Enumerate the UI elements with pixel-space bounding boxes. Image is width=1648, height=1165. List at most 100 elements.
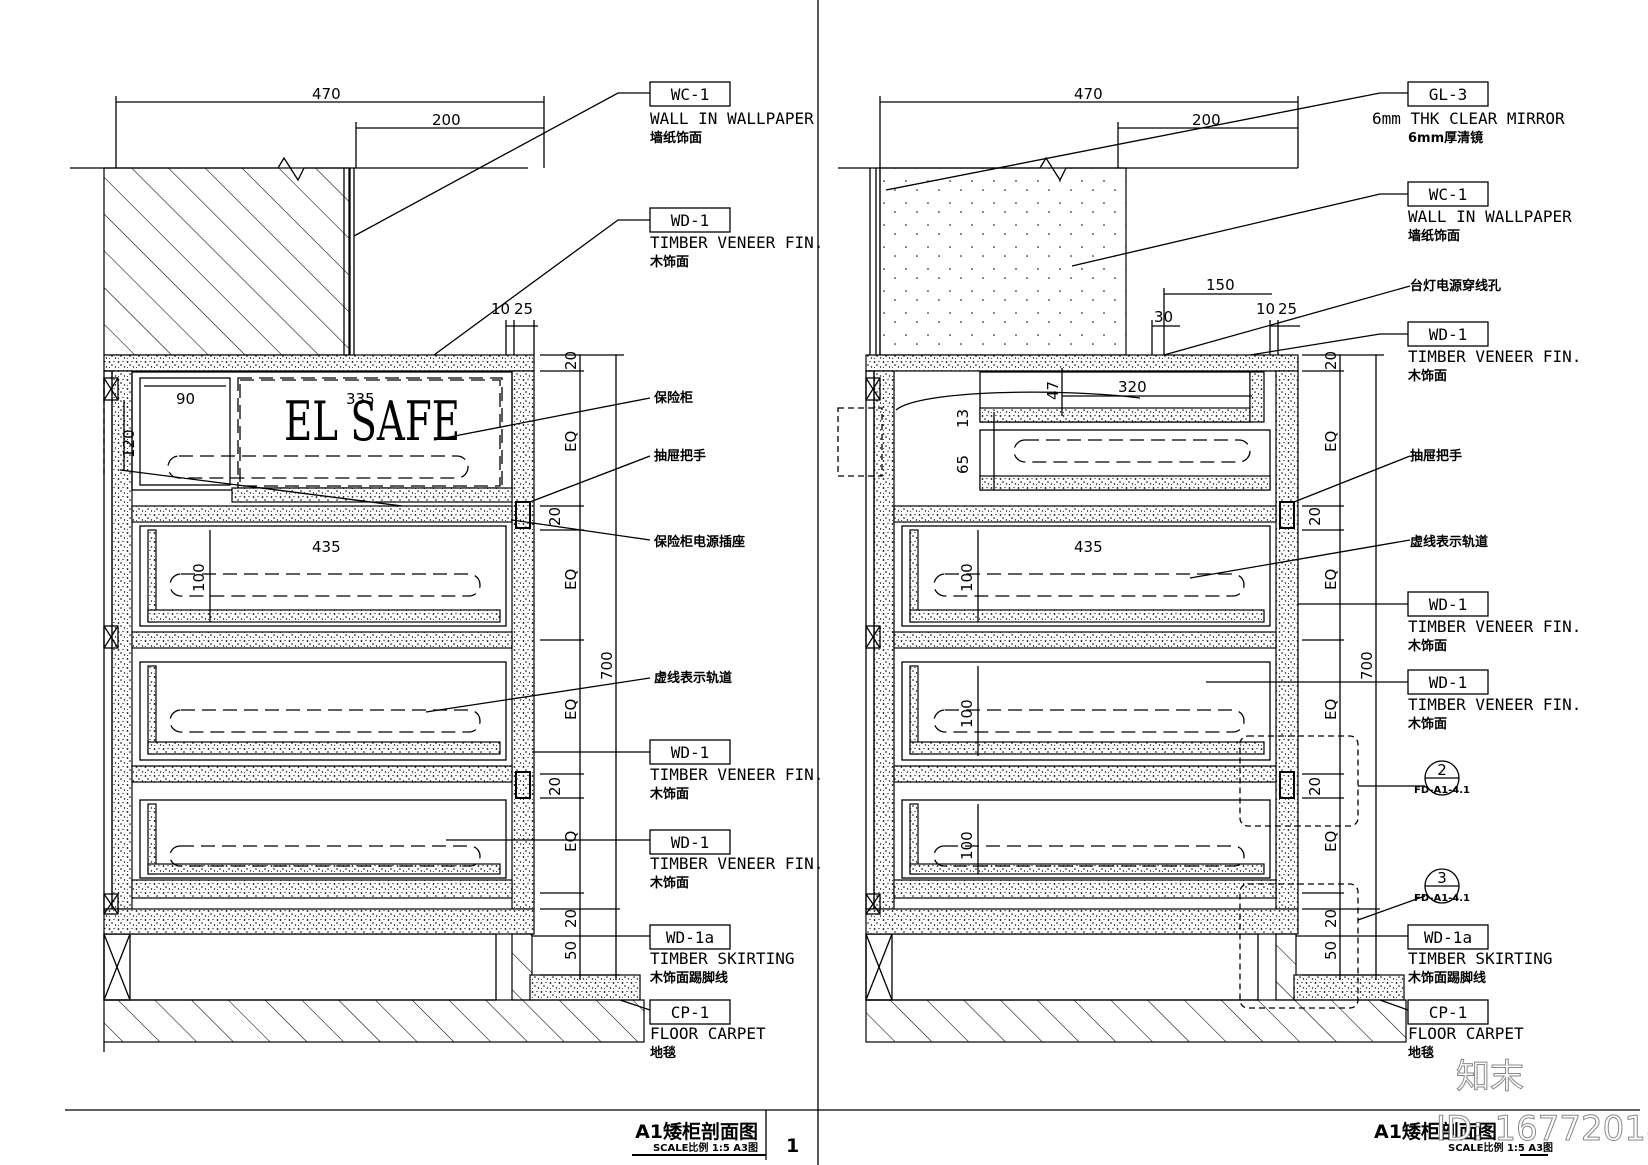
safe-label: EL SAFE	[284, 390, 460, 453]
callout-cp1: CP-1 FLOOR CARPET 地毯	[649, 999, 766, 1061]
r-dim-100-b: 100	[958, 699, 976, 728]
svg-text:TIMBER VENEER FIN.: TIMBER VENEER FIN.	[1408, 695, 1581, 714]
svg-text:WD-1: WD-1	[671, 833, 710, 852]
svg-text:木饰面: 木饰面	[649, 786, 689, 802]
left-drawing-scale: SCALE比例 1:5 A3图	[653, 1141, 758, 1154]
dim-90: 90	[176, 390, 195, 408]
dim-eq-1: EQ	[562, 431, 580, 452]
r-callout-wd1-mid: WD-1 TIMBER VENEER FIN. 木饰面	[1407, 591, 1581, 654]
r-dim-25: 25	[1278, 300, 1297, 318]
watermark-logo: 知末	[1456, 1057, 1524, 1097]
callout-wd1-low: WD-1 TIMBER VENEER FIN. 木饰面	[649, 829, 823, 891]
right-section: 470 200 150 30 10 25 320 47 13 65 435 10…	[837, 81, 1581, 1156]
r-callout-wc1: WC-1 WALL IN WALLPAPER 墙纸饰面	[1407, 181, 1572, 244]
r-dim-470: 470	[1074, 85, 1103, 103]
svg-text:木饰面: 木饰面	[649, 875, 689, 891]
svg-text:地毯: 地毯	[1408, 1045, 1434, 1061]
svg-text:WD-1a: WD-1a	[1424, 928, 1472, 947]
callout-wd1a: WD-1a TIMBER SKIRTING 木饰面踢脚线	[649, 924, 795, 986]
r-dim-10: 10	[1256, 300, 1275, 318]
dim-200: 200	[432, 111, 461, 129]
r-dim-47: 47	[1044, 381, 1062, 400]
dim-20-handle: 20	[546, 507, 564, 526]
r-dim-100-c: 100	[958, 831, 976, 860]
r-dim-eq-1: EQ	[1322, 431, 1340, 452]
r-dim-320: 320	[1118, 378, 1147, 396]
r-dim-150: 150	[1206, 276, 1235, 294]
detail-bubble-2: 2 FD-A1-4.1	[1414, 761, 1470, 796]
svg-text:木饰面: 木饰面	[1407, 716, 1447, 732]
dim-eq-4: EQ	[562, 831, 580, 852]
svg-text:TIMBER VENEER FIN.: TIMBER VENEER FIN.	[650, 854, 823, 873]
svg-text:WD-1: WD-1	[1429, 673, 1468, 692]
svg-text:墙纸饰面: 墙纸饰面	[650, 130, 702, 146]
r-callout-gl3: GL-3 6mm THK CLEAR MIRROR 6mm厚清镜	[1372, 81, 1565, 146]
dim-435: 435	[312, 538, 341, 556]
svg-text:2: 2	[1437, 761, 1447, 779]
note-handle: 抽屉把手	[654, 448, 706, 464]
dim-120: 120	[120, 429, 138, 458]
svg-text:WD-1: WD-1	[1429, 325, 1468, 344]
svg-text:TIMBER VENEER FIN.: TIMBER VENEER FIN.	[650, 765, 823, 784]
callout-wd1-top: WD-1 TIMBER VENEER FIN. 木饰面	[649, 207, 823, 270]
right-top-slab	[865, 354, 1299, 372]
dim-20-handle2: 20	[546, 777, 564, 796]
r-note-lamp-hole: 台灯电源穿线孔	[1410, 278, 1501, 294]
svg-text:地毯: 地毯	[650, 1045, 676, 1061]
r-note-handle: 抽屉把手	[1410, 448, 1462, 464]
dim-700: 700	[598, 651, 616, 680]
svg-text:6mm厚清镜: 6mm厚清镜	[1408, 130, 1483, 146]
note-safe: 保险柜	[653, 390, 693, 406]
r-dim-435: 435	[1074, 538, 1103, 556]
svg-text:木饰面: 木饰面	[1407, 368, 1447, 384]
left-top-slab	[103, 354, 535, 372]
svg-text:墙纸饰面: 墙纸饰面	[1408, 228, 1460, 244]
r-dim-100-a: 100	[958, 563, 976, 592]
svg-text:木饰面踢脚线: 木饰面踢脚线	[649, 970, 728, 986]
svg-text:FD-A1-4.1: FD-A1-4.1	[1414, 785, 1470, 796]
svg-text:WD-1a: WD-1a	[666, 928, 714, 947]
svg-text:TIMBER VENEER FIN.: TIMBER VENEER FIN.	[1408, 347, 1581, 366]
r-dim-13: 13	[954, 409, 972, 428]
r-dim-65: 65	[954, 455, 972, 474]
r-callout-wd1-top: WD-1 TIMBER VENEER FIN. 木饰面	[1407, 321, 1581, 384]
svg-text:TIMBER VENEER FIN.: TIMBER VENEER FIN.	[650, 233, 823, 252]
left-drawing-number: 1	[786, 1135, 799, 1157]
r-dim-20-top: 20	[1322, 351, 1340, 370]
svg-text:WALL IN WALLPAPER: WALL IN WALLPAPER	[1408, 207, 1572, 226]
r-dim-eq-2: EQ	[1322, 569, 1340, 590]
svg-text:CP-1: CP-1	[671, 1003, 710, 1022]
svg-text:WD-1: WD-1	[1429, 595, 1468, 614]
right-drawing-scale: SCALE比例 1:5 A3图	[1448, 1141, 1553, 1154]
left-section: 470 200 10 25 335 90 120 435 100 20 EQ 2…	[70, 81, 823, 1157]
r-callout-wd1-low: WD-1 TIMBER VENEER FIN. 木饰面	[1407, 669, 1581, 732]
left-wall-hatch	[103, 167, 350, 356]
callout-wc1: WC-1 WALL IN WALLPAPER 墙纸饰面	[649, 81, 814, 146]
svg-text:FD-A1-4.1: FD-A1-4.1	[1414, 893, 1470, 904]
svg-text:TIMBER VENEER FIN.: TIMBER VENEER FIN.	[1408, 617, 1581, 636]
dim-470: 470	[312, 85, 341, 103]
svg-text:木饰面: 木饰面	[649, 254, 689, 270]
svg-text:WD-1: WD-1	[671, 743, 710, 762]
svg-text:GL-3: GL-3	[1429, 85, 1468, 104]
dim-335: 335	[346, 390, 375, 408]
svg-text:FLOOR CARPET: FLOOR CARPET	[1408, 1024, 1524, 1043]
svg-text:TIMBER SKIRTING: TIMBER SKIRTING	[650, 949, 795, 968]
r-dim-20-bottom: 20	[1322, 909, 1340, 928]
r-callout-wd1a: WD-1a TIMBER SKIRTING 木饰面踢脚线	[1407, 924, 1553, 986]
left-floor-hatch	[103, 999, 645, 1043]
note-safe-socket: 保险柜电源插座	[653, 534, 745, 550]
dim-eq-2: EQ	[562, 569, 580, 590]
dim-eq-3: EQ	[562, 699, 580, 720]
note-track: 虚线表示轨道	[654, 670, 732, 686]
dim-25: 25	[514, 300, 533, 318]
svg-text:WD-1: WD-1	[671, 211, 710, 230]
svg-text:WC-1: WC-1	[671, 85, 710, 104]
svg-text:CP-1: CP-1	[1429, 1003, 1468, 1022]
r-callout-cp1: CP-1 FLOOR CARPET 地毯	[1407, 999, 1524, 1061]
r-dim-30: 30	[1154, 308, 1173, 326]
svg-text:木饰面踢脚线: 木饰面踢脚线	[1407, 970, 1486, 986]
r-dim-700: 700	[1358, 651, 1376, 680]
left-drawing-title: A1矮柜剖面图	[635, 1120, 758, 1143]
